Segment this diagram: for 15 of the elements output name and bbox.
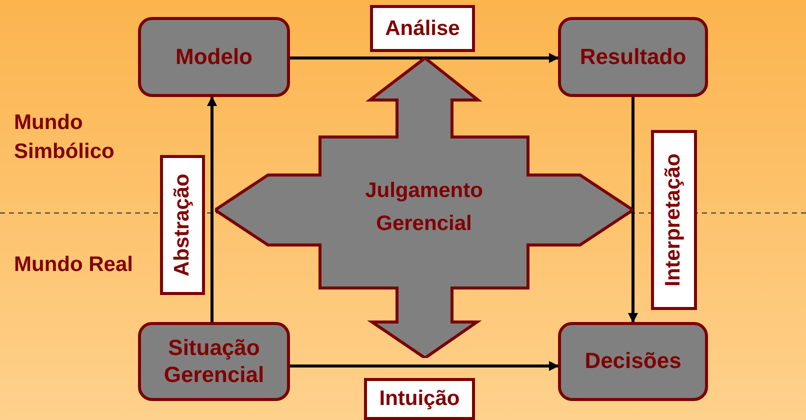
- node-text: Julgamento Gerencial: [364, 178, 484, 237]
- process-box: Decisões: [558, 322, 708, 401]
- region-label: Mundo Simbólico: [14, 110, 116, 166]
- arrow: [628, 97, 638, 323]
- arrow: [207, 96, 217, 322]
- edge-label: Análise: [370, 5, 475, 52]
- region-label: Mundo Real: [14, 252, 134, 278]
- process-box: Situação Gerencial: [138, 322, 290, 401]
- edge-label: Intuição: [364, 378, 475, 420]
- process-box: Resultado: [558, 17, 708, 97]
- edge-label: Abstração: [160, 155, 205, 295]
- edge-label: Interpretação: [651, 130, 697, 310]
- arrow: [290, 53, 559, 63]
- process-box: Modelo: [138, 17, 290, 97]
- arrow: [290, 361, 559, 371]
